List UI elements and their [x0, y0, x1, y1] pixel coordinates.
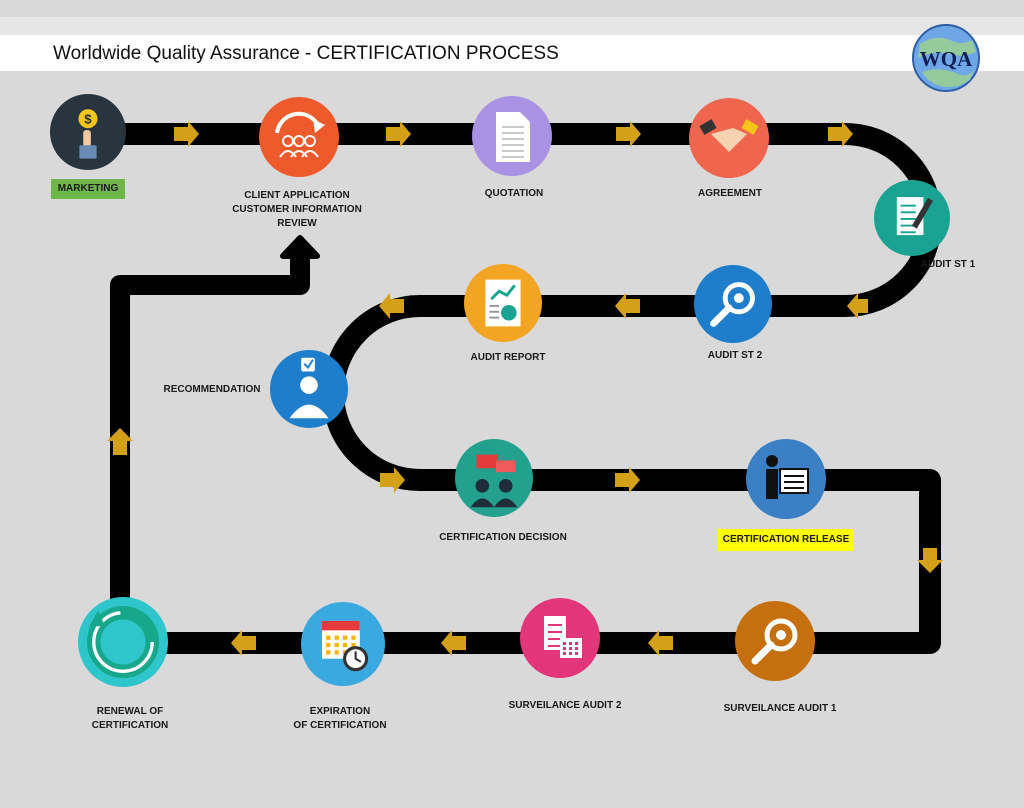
- step-label-certification-decision: CERTIFICATION DECISION: [439, 532, 567, 543]
- checklist-pencil-icon: [896, 197, 933, 236]
- group-refresh-icon: [275, 111, 325, 158]
- handshake-icon: [699, 119, 759, 152]
- logo-text: WQA: [920, 47, 973, 71]
- step-label-audit-st1: AUDIT ST 1: [920, 259, 976, 270]
- arrow-left-icon: [441, 630, 466, 656]
- magnifier-icon: [710, 282, 755, 327]
- arrow-left-icon: [231, 630, 256, 656]
- meeting-icon: [470, 454, 518, 508]
- step-label-marketing: MARKETING: [57, 183, 119, 194]
- return-arrow-head: [280, 235, 320, 259]
- step-certification-release[interactable]: [746, 439, 826, 519]
- presenter-board-icon: [766, 455, 809, 499]
- magnifier-icon: [751, 618, 798, 665]
- page-title: Worldwide Quality Assurance - CERTIFICAT…: [53, 43, 559, 64]
- arrow-right-icon: [174, 121, 199, 147]
- top-band: [0, 17, 1024, 35]
- step-recommendation[interactable]: [270, 350, 348, 428]
- arrow-right-icon: [380, 467, 405, 493]
- arrow-left-icon: [379, 293, 404, 319]
- step-audit-report[interactable]: [464, 264, 542, 342]
- direction-arrows: [107, 121, 943, 656]
- step-marketing[interactable]: $: [50, 94, 126, 170]
- arrow-left-icon: [847, 293, 868, 319]
- step-quotation[interactable]: [472, 96, 552, 176]
- step-label-recommendation: RECOMMENDATION: [163, 384, 261, 395]
- dollar-hand-icon: $: [78, 109, 98, 159]
- step-agreement[interactable]: [689, 98, 769, 178]
- step-surveilance-audit-1[interactable]: [735, 601, 815, 681]
- wqa-logo: WQA: [912, 24, 980, 92]
- step-label-surveilance-audit-2: SURVEILANCE AUDIT 2: [508, 700, 622, 711]
- step-label-client-application: CLIENT APPLICATION CUSTOMER INFORMATION …: [232, 190, 362, 229]
- calendar-clock-icon: [322, 620, 369, 672]
- step-circle: [455, 439, 533, 517]
- arrow-right-icon: [615, 467, 640, 493]
- arrow-left-icon: [648, 630, 673, 656]
- step-expiration[interactable]: [301, 602, 385, 686]
- header-bar: [0, 35, 1024, 71]
- step-renewal[interactable]: [78, 597, 168, 687]
- step-surveilance-audit-2[interactable]: [520, 598, 600, 678]
- step-circle: [694, 265, 772, 343]
- arrow-down-icon: [917, 548, 943, 573]
- process-path: [90, 123, 942, 654]
- renew-circle-icon: [87, 606, 159, 678]
- person-check-icon: [289, 357, 329, 419]
- step-label-quotation: QUOTATION: [484, 188, 544, 199]
- document-icon: [496, 112, 530, 162]
- step-certification-decision[interactable]: [455, 439, 533, 517]
- step-label-certification-release: CERTIFICATION RELEASE: [722, 534, 850, 545]
- report-chart-icon: [485, 279, 521, 327]
- arrow-right-icon: [386, 121, 411, 147]
- arrow-up-icon: [107, 428, 133, 455]
- step-audit-st2[interactable]: [694, 265, 772, 343]
- arrow-right-icon: [828, 121, 853, 147]
- step-label-renewal: RENEWAL OF CERTIFICATION: [91, 706, 169, 731]
- step-label-agreement: AGREEMENT: [698, 188, 762, 199]
- badge-certification-release: CERTIFICATION RELEASE: [718, 529, 854, 551]
- arrow-right-icon: [616, 121, 641, 147]
- step-label-expiration: EXPIRATION OF CERTIFICATION: [293, 706, 387, 731]
- clipboard-calendar-icon: [544, 616, 582, 658]
- step-label-audit-report: AUDIT REPORT: [470, 352, 546, 363]
- badge-marketing: MARKETING: [51, 179, 125, 199]
- svg-text:$: $: [84, 111, 92, 126]
- step-client-application[interactable]: [259, 97, 339, 177]
- step-label-surveilance-audit-1: SURVEILANCE AUDIT 1: [723, 703, 837, 714]
- step-label-audit-st2: AUDIT ST 2: [707, 350, 763, 361]
- step-circle: [735, 601, 815, 681]
- step-audit-st1[interactable]: [874, 180, 950, 256]
- arrow-left-icon: [615, 293, 640, 319]
